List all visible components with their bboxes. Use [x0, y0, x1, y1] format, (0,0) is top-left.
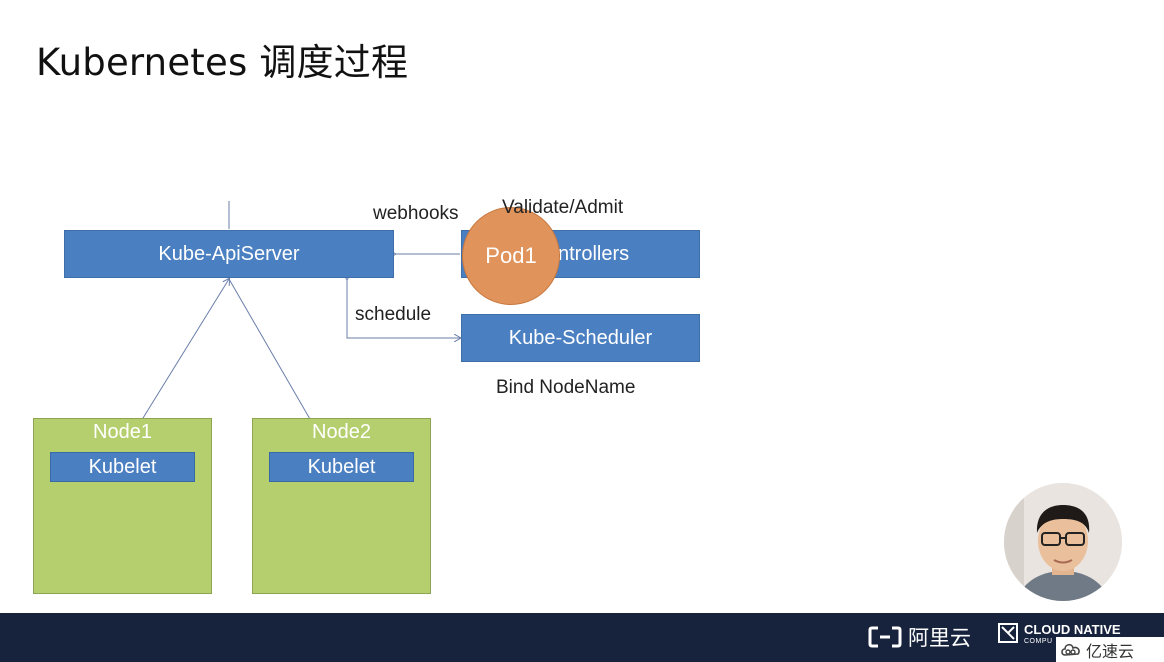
kube-apiserver-box: Kube-ApiServer [64, 230, 394, 278]
node2-label: Node2 [312, 421, 371, 443]
cloud-native-subtext: COMPU [1024, 638, 1053, 645]
slide-title: Kubernetes 调度过程 [36, 41, 409, 84]
bind-nodename-label: Bind NodeName [496, 377, 636, 398]
node1-box: Node1 Kubelet [33, 418, 212, 594]
kube-scheduler-label: Kube-Scheduler [508, 326, 653, 349]
cloud-native-brand: CLOUD NATIVE COMPU [998, 623, 1121, 646]
node2-kubelet-label: Kubelet [307, 455, 376, 478]
schedule-label: schedule [355, 304, 432, 325]
validate-admit-label: Validate/Admit [502, 197, 624, 218]
presenter-avatar-icon [1004, 483, 1122, 601]
kube-scheduler-box: Kube-Scheduler [461, 314, 700, 362]
aliyun-brand-text: 阿里云 [908, 626, 971, 650]
yisu-watermark: 亿速云 [1056, 637, 1164, 662]
cncf-logo-icon [998, 623, 1018, 643]
kube-apiserver-label: Kube-ApiServer [158, 242, 300, 265]
pod1-label: Pod1 [485, 243, 537, 268]
node1-kubelet-box: Kubelet [50, 452, 195, 482]
watermark-text: 亿速云 [1086, 643, 1135, 661]
presenter-webcam [1004, 483, 1122, 601]
cloud-native-text: CLOUD NATIVE [1024, 622, 1121, 637]
cloud-logo-icon [1061, 643, 1080, 656]
controllers-label: ntrollers [558, 242, 630, 265]
webhooks-label: webhooks [373, 203, 459, 224]
footer-bar: 阿里云 CLOUD NATIVE COMPU [0, 613, 1164, 662]
pod1-circle: Pod1 [462, 207, 560, 305]
node2-box: Node2 Kubelet [252, 418, 431, 594]
node1-kubelet-label: Kubelet [88, 455, 157, 478]
schedule-arrow [347, 279, 460, 338]
node2-kubelet-box: Kubelet [269, 452, 414, 482]
aliyun-logo-icon [868, 626, 902, 648]
node1-label: Node1 [93, 421, 152, 443]
aliyun-brand: 阿里云 [868, 621, 971, 653]
